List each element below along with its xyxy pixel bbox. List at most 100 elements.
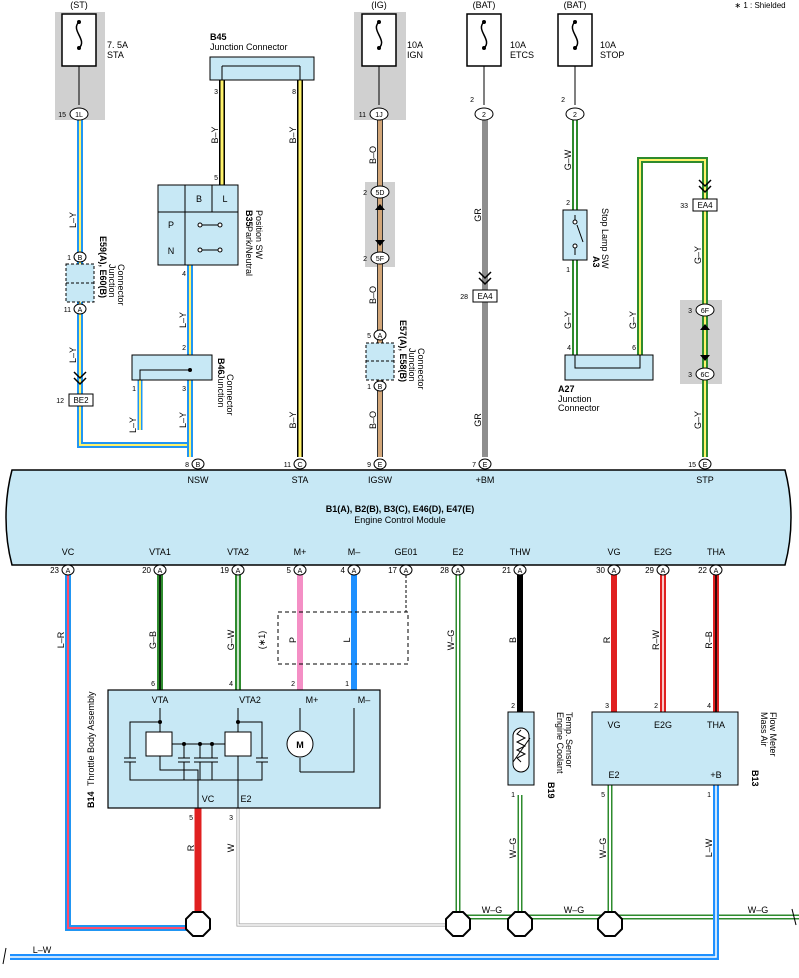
label-r-2: R	[186, 844, 196, 851]
e57-junction-connector: A 5 B 1 E57(A), E58(B) Junction Connecto…	[365, 320, 426, 392]
b19-id: B19	[546, 782, 556, 799]
connector-6f-pin: 3	[688, 308, 692, 315]
b19-pin-top: 2	[511, 703, 515, 710]
e57-pin-top: 5	[367, 333, 371, 340]
a3-id: A3	[591, 256, 601, 268]
svg-text:7: 7	[472, 462, 476, 469]
a3-stop-lamp-switch: 2 1 A3 Stop Lamp SW	[562, 200, 610, 274]
wire-b-lw	[10, 785, 719, 960]
label-p: P	[288, 637, 298, 643]
connector-be2-pin: 12	[56, 398, 64, 405]
label-gr-1: GR	[473, 208, 483, 222]
wire-st-ly	[77, 120, 193, 457]
label-gy-2: G–Y	[628, 311, 638, 329]
ecm-terminal-mminus: M– A 4	[341, 547, 361, 576]
b35-cell-b: B	[196, 194, 202, 204]
svg-text:A: A	[661, 568, 666, 575]
ecm-terminal-ge01: GE01 A 17	[388, 547, 418, 576]
fuse-stop-conn: 2	[573, 112, 577, 119]
label-ly-3: L–Y	[128, 417, 138, 433]
fuse-stop-rating: 10A	[600, 40, 616, 50]
fuse-stop-name: STOP	[600, 50, 624, 60]
e57-id: E57(A), E58(B)	[398, 320, 408, 382]
label-wg-3: W–G	[598, 838, 608, 859]
label-by-1: B–Y	[210, 126, 220, 143]
ecm-terminal-vc: VC A 23	[50, 547, 75, 576]
b13-name1: Mass Air	[759, 712, 769, 747]
svg-text:NSW: NSW	[188, 475, 210, 485]
fuse-st-source: (ST)	[70, 0, 88, 10]
svg-text:A: A	[236, 568, 241, 575]
b13-term-e2: E2	[608, 770, 619, 780]
b46-junction-connector: 2 1 3 B46 Junction Connector	[131, 345, 235, 416]
a27-junction-connector: 4 6 A27 Junction Connector	[558, 345, 654, 413]
connector-ea4-gy-code: EA4	[697, 201, 713, 210]
b35-name2: Position SW	[254, 210, 264, 260]
fuse-ig-name: IGN	[407, 50, 423, 60]
ecm-terminal-e2: E2 A 28	[440, 547, 465, 576]
label-r-1: R	[602, 636, 612, 643]
shield-box	[277, 611, 409, 665]
splice-points	[185, 911, 623, 937]
splice-thw	[507, 911, 533, 937]
label-wg-2: W–G	[508, 838, 518, 859]
ecm-title: B1(A), B2(B), B3(C), E46(D), E47(E)	[326, 504, 475, 514]
fuse-ig-rating: 10A	[407, 40, 423, 50]
b14-pin-3: 3	[229, 815, 233, 822]
e57-name1: Junction	[407, 348, 417, 382]
connector-5f-pin: 2	[363, 256, 367, 263]
ecm-terminal-stp: E 15 STP	[688, 458, 714, 485]
b13-pin-4: 4	[707, 703, 711, 710]
shielded-note: ∗ 1 : Shielded	[734, 1, 785, 10]
b13-term-b: +B	[710, 770, 721, 780]
wire-e2-w	[236, 808, 458, 927]
b45-junction-connector: B45 Junction Connector 3 8	[209, 32, 315, 96]
svg-text:4: 4	[341, 566, 346, 575]
ecm-terminal-igsw: E 9 IGSW	[367, 458, 393, 485]
e59-junction-connector: B 1 A 11 E59(A), E60(B) Junction Connect…	[64, 236, 126, 315]
b35-cell-n: N	[168, 246, 175, 256]
svg-text:A: A	[518, 568, 523, 575]
b35-name1: Park/Neutral	[244, 226, 254, 276]
svg-text:VTA1: VTA1	[149, 547, 171, 557]
svg-text:E: E	[483, 462, 488, 469]
wire-break-wg	[791, 908, 797, 926]
label-bo-1: B–O	[368, 146, 378, 164]
b14-pin-6: 6	[151, 681, 155, 688]
b14-name: Throttle Body Assembly	[86, 691, 96, 786]
b13-term-e2g: E2G	[654, 720, 672, 730]
svg-text:VTA2: VTA2	[227, 547, 249, 557]
b19-name2: Temp. Sensor	[564, 712, 574, 768]
b14-pin-1: 1	[345, 681, 349, 688]
label-ly-5: L–Y	[178, 412, 188, 428]
a3-pin-bottom: 1	[566, 267, 570, 274]
connector-5d-pin: 2	[363, 190, 367, 197]
label-bo-2: B–O	[368, 286, 378, 304]
b45-name: Junction Connector	[210, 42, 288, 52]
splice-vc	[185, 911, 211, 937]
svg-text:A: A	[352, 568, 357, 575]
e59-pin-top-letter: B	[78, 255, 83, 262]
b35-cell-p: P	[168, 220, 174, 230]
bottom-wire-labels: L–R G–B G–W P L W–G B R R–W R–B R W W–G …	[33, 629, 769, 955]
b14-pin-2: 2	[291, 681, 295, 688]
svg-text:19: 19	[220, 566, 229, 575]
fuse-etcs-source: (BAT)	[473, 0, 496, 10]
ecm-terminal-nsw: B 8 NSW	[185, 458, 210, 485]
label-gw-top: G–W	[563, 149, 573, 170]
svg-text:STP: STP	[696, 475, 714, 485]
e57-name2: Connector	[416, 348, 426, 390]
fuse-ig-pin: 11	[359, 112, 366, 119]
svg-text:5: 5	[287, 566, 292, 575]
label-wg-h3: W–G	[748, 905, 769, 915]
connector-ea4-gy-pin: 33	[680, 203, 688, 210]
connector-ea4-gr: EA4 28	[460, 271, 498, 303]
fuse-ig-conn: 1J	[375, 112, 382, 119]
svg-text:20: 20	[142, 566, 151, 575]
b14-id: B14	[86, 791, 96, 808]
label-lw-v: L–W	[704, 838, 714, 857]
wire-sta-by	[219, 80, 303, 457]
label-by-3: B–Y	[288, 411, 298, 428]
connector-6f-code: 6F	[701, 308, 709, 315]
